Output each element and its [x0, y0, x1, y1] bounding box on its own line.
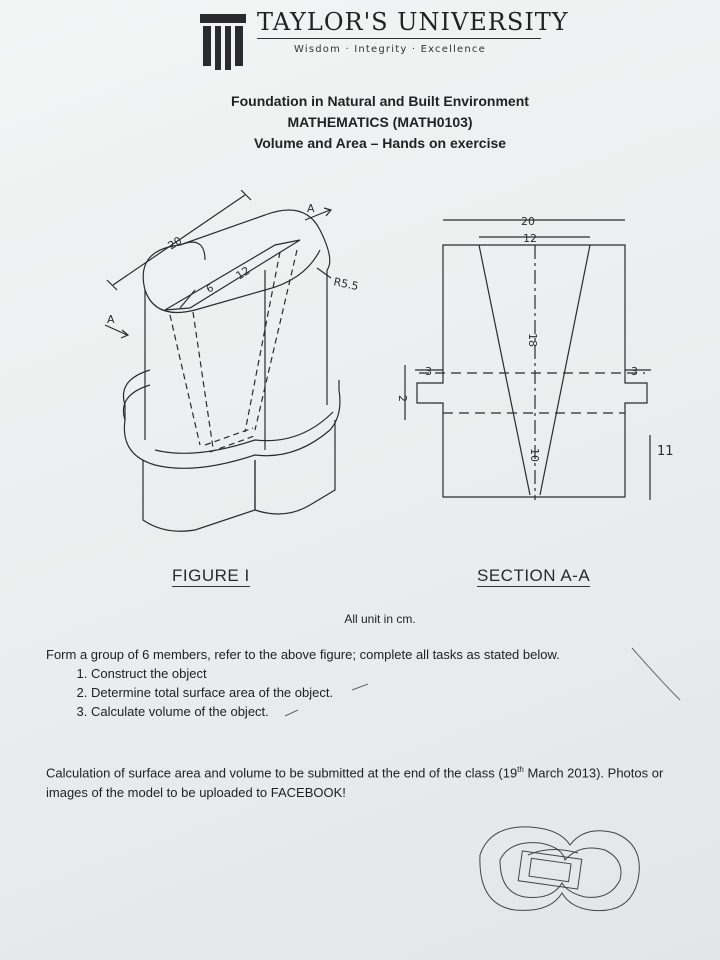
sec-dim-left-3: 3 — [425, 365, 432, 378]
logo-divider — [257, 38, 541, 39]
task-item: Construct the object — [91, 664, 666, 683]
section-marker-top: A — [307, 202, 315, 215]
figure-1-drawing — [104, 190, 341, 532]
sec-dim-lower-11: 11 — [657, 444, 674, 459]
dim-inner-12: 12 — [234, 264, 253, 283]
university-name: TAYLOR'S UNIVERSITY — [257, 8, 569, 36]
instructions-intro: Form a group of 6 members, refer to the … — [46, 647, 560, 662]
figure-1-dimensions: 20 12 6 R5.5 A A — [107, 202, 360, 326]
submission-superscript: th — [517, 765, 524, 774]
hand-sketch — [479, 826, 640, 912]
section-aa-label: SECTION A-A — [477, 566, 591, 587]
section-aa-dimensions: 20 12 18 2 3 3 10 11 — [396, 215, 674, 462]
task-list: Construct the object Determine total sur… — [46, 664, 666, 721]
task-item: Calculate volume of the object. — [91, 702, 666, 721]
submission-text-end: March 2013). Photos or images of the mod… — [46, 765, 664, 801]
section-aa-drawing — [404, 219, 651, 500]
title-block: Foundation in Natural and Built Environm… — [180, 91, 580, 154]
programme-title: Foundation in Natural and Built Environm… — [231, 93, 529, 109]
exercise-title: Volume and Area – Hands on exercise — [253, 135, 507, 151]
sec-dim-slot-10: 10 — [528, 448, 541, 462]
units-note: All unit in cm. — [344, 612, 416, 626]
sec-dim-right-3: 3 — [631, 365, 638, 378]
sec-dim-top-12: 12 — [523, 232, 537, 245]
university-logo-icon — [200, 14, 246, 70]
submission-text-start: Calculation of surface area and volume t… — [46, 765, 518, 781]
submission-note: Calculation of surface area and volume t… — [46, 760, 686, 803]
sec-dim-flange-2: 2 — [396, 395, 409, 402]
figure-1-label: FIGURE I — [172, 566, 250, 587]
university-motto: Wisdom · Integrity · Excellence — [294, 44, 486, 55]
task-item: Determine total surface area of the obje… — [91, 683, 666, 702]
sec-dim-height-18: 18 — [526, 333, 539, 347]
dim-radius: R5.5 — [332, 275, 359, 293]
dim-length-20: 20 — [166, 234, 185, 253]
dim-inner-6: 6 — [205, 283, 216, 296]
course-title: MATHEMATICS (MATH0103) — [287, 114, 473, 130]
section-marker-left: A — [107, 313, 115, 326]
sec-dim-total-20: 20 — [521, 215, 535, 228]
instructions: Form a group of 6 members, refer to the … — [46, 647, 666, 721]
